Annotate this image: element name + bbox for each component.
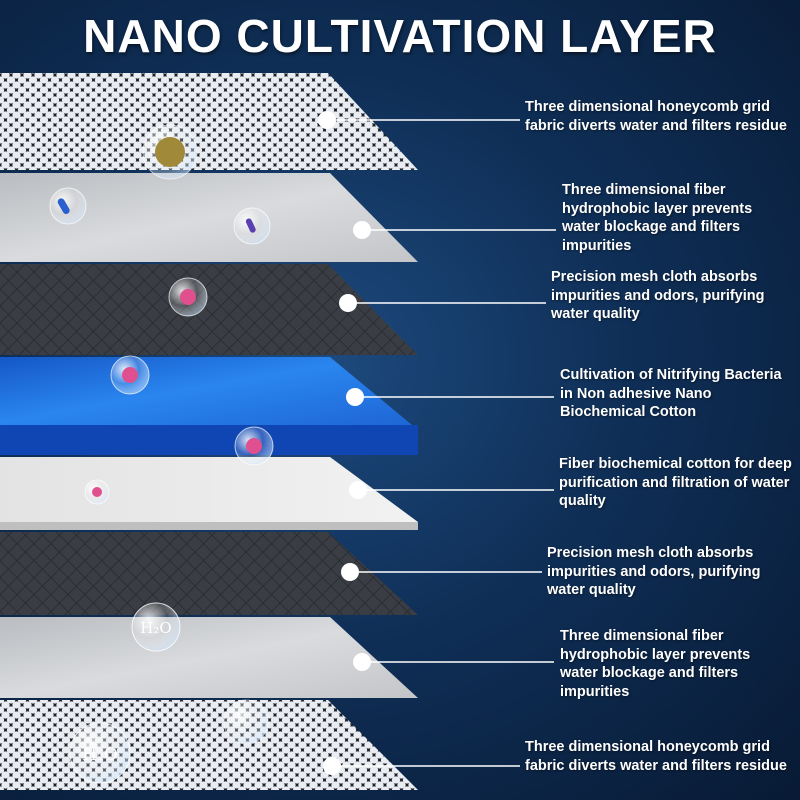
- callout-dot: [353, 653, 371, 671]
- layer-description: Precision mesh cloth absorbs impurities …: [547, 545, 761, 598]
- layer-description: Fiber biochemical cotton for deep purifi…: [559, 456, 792, 509]
- water-bubble: [223, 699, 269, 745]
- callout-dots: [318, 111, 371, 775]
- callout-dot: [353, 221, 371, 239]
- layer-description: Three dimensional honeycomb grid fabric …: [525, 99, 787, 134]
- page-title: NANO CULTIVATION LAYER: [83, 10, 717, 62]
- layer-description: Three dimensional honeycomb grid fabric …: [525, 739, 787, 774]
- virus-bubble: [110, 355, 150, 395]
- layer-precision-mesh-top: [0, 264, 418, 355]
- layer-fiber-hydrophobic-top: [0, 173, 418, 262]
- bacteria-bubble: [49, 187, 87, 225]
- water-bubble-label: H₂O: [140, 619, 171, 637]
- layer-description: Cultivation of Nitrifying Bacteria in No…: [560, 367, 782, 420]
- layer-precision-mesh-bottom: [0, 532, 418, 615]
- layer-description: Three dimensional fiber hydrophobic laye…: [560, 628, 751, 700]
- layer-honeycomb-bottom: [0, 700, 418, 790]
- callout-dot: [339, 294, 357, 312]
- layer-description: Three dimensional fiber hydrophobic laye…: [562, 182, 753, 254]
- callout-dot: [323, 757, 341, 775]
- callout-dot: [341, 563, 359, 581]
- virus-bubble: [84, 479, 110, 505]
- layer-description: Precision mesh cloth absorbs impurities …: [551, 269, 765, 322]
- callout-dot: [318, 111, 336, 129]
- virus-bubble: [234, 426, 274, 466]
- layer-fiber-hydrophobic-bottom: [0, 617, 418, 698]
- layer-white-cotton: [0, 457, 418, 530]
- water-bubble: H₂O: [69, 722, 131, 784]
- callout-dot: [346, 388, 364, 406]
- callout-connectors: [327, 119, 556, 767]
- callout-dot: [349, 481, 367, 499]
- water-bubble: H₂O: [131, 602, 181, 652]
- layer-blue-cotton: [0, 357, 418, 455]
- virus-bubble: [168, 277, 208, 317]
- residue-particle-bubble: [142, 124, 198, 180]
- layer-honeycomb-top: [0, 73, 418, 170]
- bacteria-bubble: [233, 207, 271, 245]
- water-bubble-label: H₂O: [82, 745, 118, 765]
